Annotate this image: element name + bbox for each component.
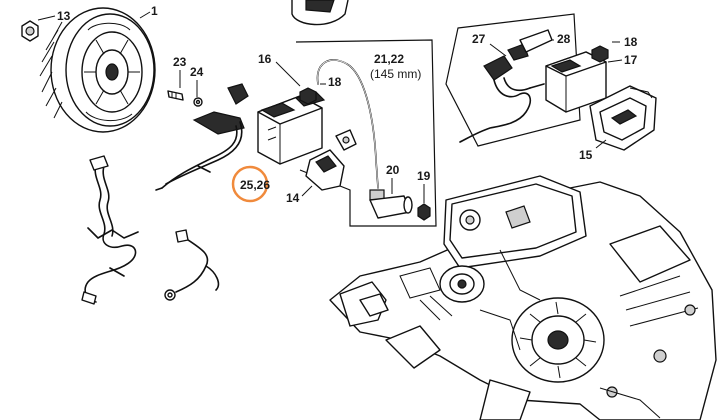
label-24: 24 [190,65,204,79]
label-25-26: 25,26 [240,178,270,192]
label-1: 1 [151,4,158,18]
label-21-22: 21,22 [374,52,404,66]
label-18b: 18 [624,35,638,49]
wire-harness-27 [459,29,553,143]
label-13: 13 [57,9,71,23]
label-17: 17 [624,53,638,67]
label-23: 23 [173,55,187,69]
spark-plug-boot [369,189,413,219]
holder [305,129,357,191]
cover-15 [589,85,657,151]
ignition-module-17 [545,45,609,113]
top-fragment [291,0,349,26]
panel-27-frame [445,13,581,147]
ignition-frame [295,39,437,227]
label-18a: 18 [328,75,342,89]
ignition-module [257,91,326,165]
ignition-lead [316,59,379,189]
ignition-nut [299,87,317,105]
nut [21,20,39,42]
screw [167,90,184,101]
washer [193,97,203,107]
highlight-circle [231,165,269,203]
short-circuit-wire [155,83,249,191]
label-16: 16 [258,52,272,66]
ground-wire [164,229,220,301]
label-145mm: (145 mm) [370,67,421,81]
label-15: 15 [579,148,593,162]
label-28: 28 [557,32,571,46]
nut-19 [417,203,431,221]
label-19: 19 [417,169,431,183]
flywheel [39,7,156,133]
label-27: 27 [472,32,486,46]
wire-assembly-left [81,155,139,305]
label-14: 14 [286,191,300,205]
chainsaw-body [329,175,717,420]
label-20: 20 [386,163,400,177]
